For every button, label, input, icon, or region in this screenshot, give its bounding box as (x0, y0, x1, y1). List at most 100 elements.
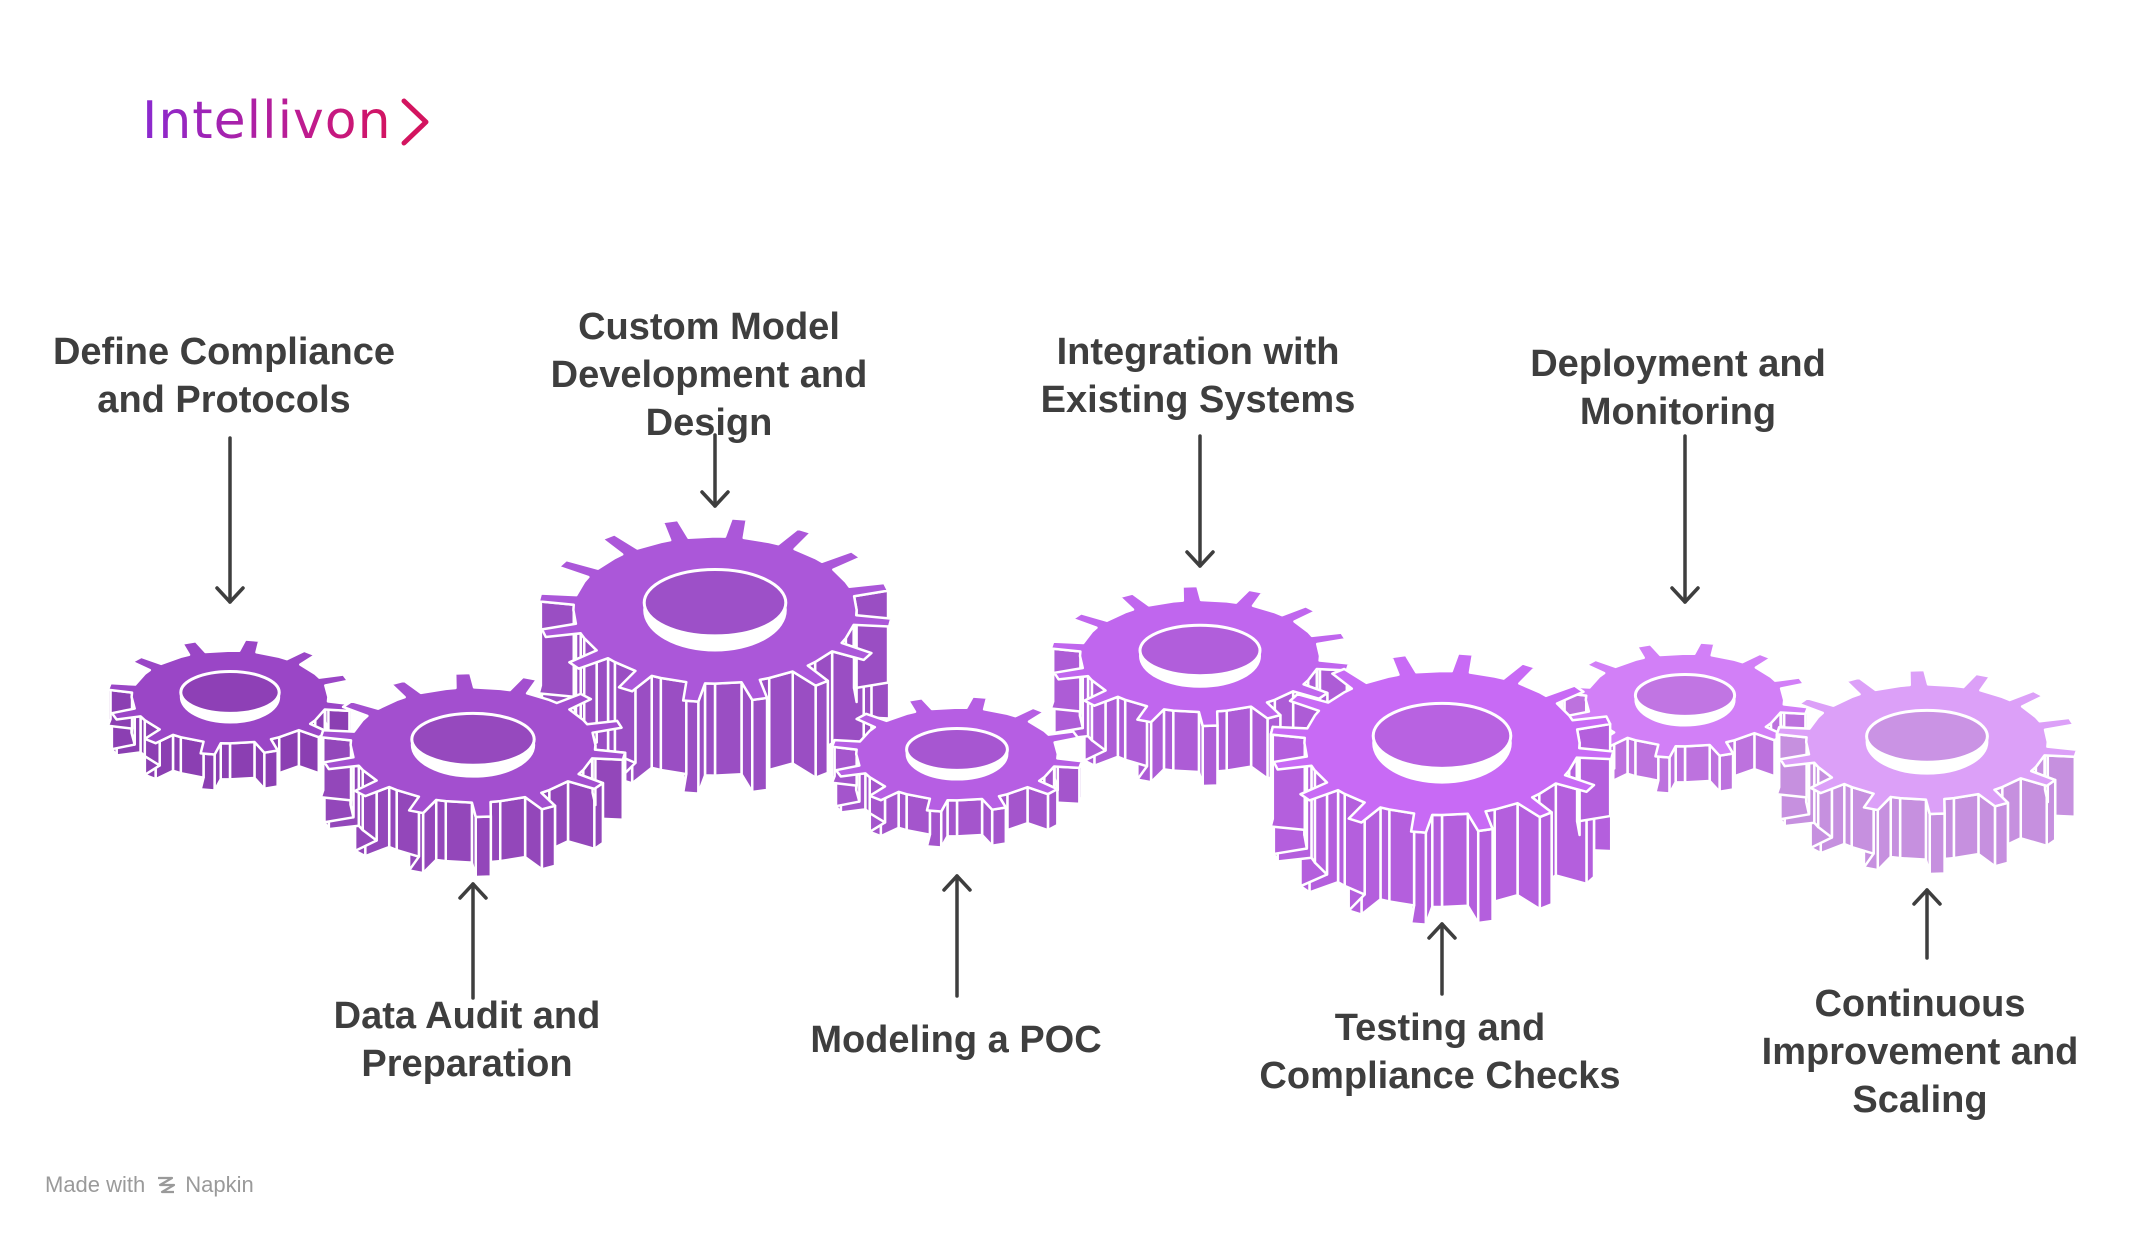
gear-side-face (1201, 724, 1219, 788)
step-label-audit: Data Audit and Preparation (334, 992, 601, 1088)
gear-side-face (1898, 796, 1928, 861)
gear-side-face (1993, 801, 2010, 868)
gear-side-face (1928, 812, 1946, 876)
gear-side-face (1269, 733, 1306, 832)
gear-side-face (751, 696, 769, 794)
label-line: Data Audit and (333, 995, 601, 1037)
arrow-poc (942, 874, 972, 998)
gear-side-face (1431, 813, 1444, 909)
label-line: Compliance Checks (1259, 1055, 1621, 1097)
gear-side-face (946, 798, 959, 838)
label-line: Existing Systems (1040, 379, 1356, 421)
gear-side-face (791, 670, 817, 779)
gear-side-face (1172, 709, 1201, 774)
gear-side-face (1516, 801, 1542, 911)
step-label-continuous: Continuous Improvement and Scaling (1762, 980, 2079, 1124)
gear-side-face (1476, 827, 1494, 925)
label-line: Continuous (1814, 983, 2026, 1025)
gear-side-face (1379, 806, 1391, 903)
gear-custom (537, 517, 893, 795)
label-line: Preparation (361, 1043, 573, 1085)
gear-side-face (1683, 743, 1711, 784)
gear-side-face (179, 735, 205, 779)
gear-side-face (1162, 708, 1175, 772)
arrow-head (700, 490, 730, 508)
gear-side-face (955, 797, 984, 838)
gear-side-face (1575, 722, 1612, 823)
gear-side-face (1225, 705, 1253, 772)
gear-hole-inner (1865, 708, 1989, 764)
gear-side-face (767, 670, 794, 772)
brand-name: Intellivon (142, 91, 392, 151)
arrow-head (1427, 922, 1457, 940)
gear-side-face (228, 740, 256, 781)
label-line: Deployment and (1530, 343, 1826, 385)
gear-hole-inner (410, 711, 536, 767)
gear-poc (830, 695, 1084, 849)
napkin-icon (158, 1176, 176, 1194)
gear-side-face (713, 681, 743, 777)
gear-define (106, 638, 354, 792)
label-line: Define Compliance (52, 331, 396, 373)
label-line: Design (645, 402, 773, 444)
gear-side-face (1049, 647, 1082, 713)
label-line: Custom Model (578, 306, 840, 348)
gear-side-face (1889, 795, 1902, 860)
step-label-integration: Integration with Existing Systems (1041, 328, 1356, 424)
arrow-define (215, 436, 245, 604)
gear-side-face (1269, 725, 1275, 828)
gear-side-face (1952, 792, 1980, 860)
arrow-head (1670, 586, 1700, 604)
brand-logo: Intellivon (142, 95, 432, 147)
arrow-head (215, 586, 245, 604)
gear-side-face (1538, 811, 1553, 911)
made-with-footer: Made with Napkin (45, 1172, 254, 1198)
gear-side (319, 728, 627, 879)
gear-hole-inner (1633, 672, 1737, 718)
step-label-testing: Testing and Compliance Checks (1259, 1004, 1620, 1100)
gear-side-face (474, 815, 493, 879)
label-line: Testing and (1334, 1007, 1546, 1049)
gear-side-face (1674, 744, 1687, 784)
gear-side-face (319, 728, 325, 799)
gear-side-face (1634, 738, 1660, 782)
label-line: Monitoring (1579, 391, 1777, 433)
arrow-head (1912, 888, 1942, 906)
gear-side-face (444, 799, 474, 864)
arrow-head (942, 874, 972, 892)
label-line: and Protocols (97, 379, 351, 421)
gear-side-face (659, 676, 688, 776)
label-line: Scaling (1852, 1079, 1988, 1121)
chevron-right-icon (401, 98, 429, 146)
gear-side-face (263, 749, 279, 790)
gear-side (830, 738, 1084, 849)
arrow-testing (1427, 922, 1457, 996)
gear-side-face (498, 795, 527, 863)
gear-side-face (650, 674, 663, 772)
arrow-audit (458, 882, 488, 1000)
gear-side-face (1493, 801, 1519, 903)
gear-side-face (1440, 812, 1470, 909)
arrow-head (1185, 550, 1215, 568)
label-line: Integration with (1056, 331, 1340, 373)
step-label-custom: Custom Model Development and Design (551, 303, 868, 447)
step-label-poc: Modeling a POC (810, 1016, 1101, 1064)
step-label-define: Define Compliance and Protocols (53, 328, 395, 424)
gear-side-face (1775, 725, 1781, 796)
gear-side-face (1049, 640, 1055, 710)
gear-continuous (1775, 668, 2079, 876)
gear-side-face (1388, 808, 1416, 907)
gear-testing (1269, 652, 1615, 926)
arrow-head (458, 882, 488, 900)
arrow-custom (700, 433, 730, 508)
gear-side (1775, 725, 2079, 876)
arrow-deployment (1670, 434, 1700, 604)
label-line: Modeling a POC (810, 1019, 1102, 1061)
gear-side-face (540, 804, 557, 871)
gear-side-face (852, 589, 890, 690)
gear-side-face (703, 682, 717, 777)
footer-prefix: Made with (45, 1172, 146, 1197)
label-line: Improvement and (1761, 1031, 2079, 1073)
gear-hole-inner (1371, 701, 1513, 770)
